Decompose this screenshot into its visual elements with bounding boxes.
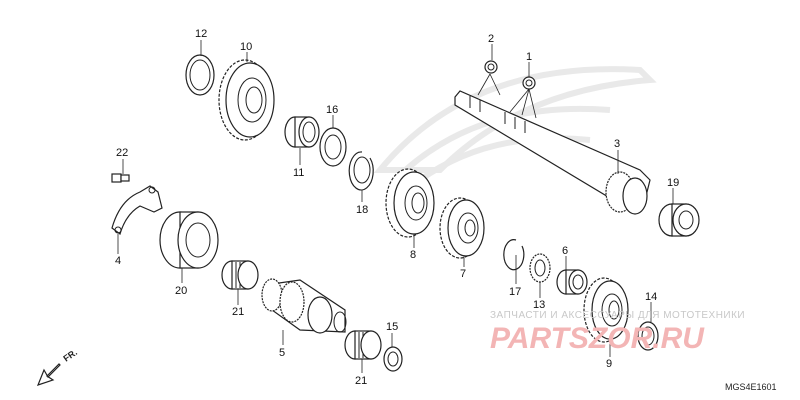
front-arrow-icon [36,363,61,386]
watermark-logo: PARTSZOR.RU [490,322,705,355]
callout-21-lower: 21 [355,375,367,387]
callout-8: 8 [410,249,416,261]
callout-labels: 12 10 16 11 18 2 1 3 19 22 4 20 21 5 21 … [115,28,679,387]
callout-9: 9 [606,358,612,370]
part-19-bearing [658,203,700,237]
callout-17: 17 [509,286,521,298]
callout-19: 19 [667,177,679,189]
part-17-snap-ring [503,239,525,271]
part-16-washer [319,127,347,167]
callout-18: 18 [356,204,368,216]
callout-16: 16 [326,104,338,116]
part-18-snap-ring [348,151,374,191]
part-20-bearing [159,211,219,269]
part-12-circlip [185,54,215,96]
part-4-plate [111,185,163,235]
callout-6: 6 [562,245,568,257]
callout-11: 11 [293,167,304,179]
callout-13: 13 [533,299,545,311]
front-direction-indicator: FR. [36,347,79,386]
part-11-bushing [284,116,320,148]
callout-5: 5 [279,347,285,359]
callout-3: 3 [614,138,620,150]
part-1-collar [522,76,536,90]
part-8-gear [385,168,435,238]
callout-10: 10 [240,41,252,53]
part-21-needle-bearing-lower [344,330,382,360]
callout-21-upper: 21 [232,306,244,318]
callout-14: 14 [645,291,657,303]
part-22-bolt [111,173,130,183]
callout-15: 15 [386,321,398,333]
part-6-bushing [556,269,588,295]
part-2-collar [484,60,498,74]
diagram-code: MGS4E1601 [725,382,777,392]
watermark: ЗАПЧАСТИ И АКСЕССУАРЫ ДЛЯ МОТОТЕХНИКИ PA… [490,310,745,355]
leader-lines [117,40,674,373]
callout-2: 2 [488,33,494,45]
part-5-countershaft [261,278,347,334]
callout-22: 22 [116,147,128,159]
part-10-gear [218,59,275,141]
part-15-washer [383,346,403,372]
callout-20: 20 [175,285,187,297]
callout-1: 1 [526,51,532,63]
part-21-needle-bearing-upper [221,260,259,290]
part-3-mainshaft [454,90,651,215]
part-7-gear [439,197,485,259]
watermark-tagline: ЗАПЧАСТИ И АКСЕССУАРЫ ДЛЯ МОТОТЕХНИКИ [490,310,745,321]
part-14-washer [637,321,659,351]
callout-7: 7 [460,268,466,280]
callout-12: 12 [195,28,207,40]
front-label: FR. [61,347,79,364]
part-9-gear [583,277,629,343]
callout-4: 4 [115,255,121,267]
part-13-washer [529,253,551,283]
